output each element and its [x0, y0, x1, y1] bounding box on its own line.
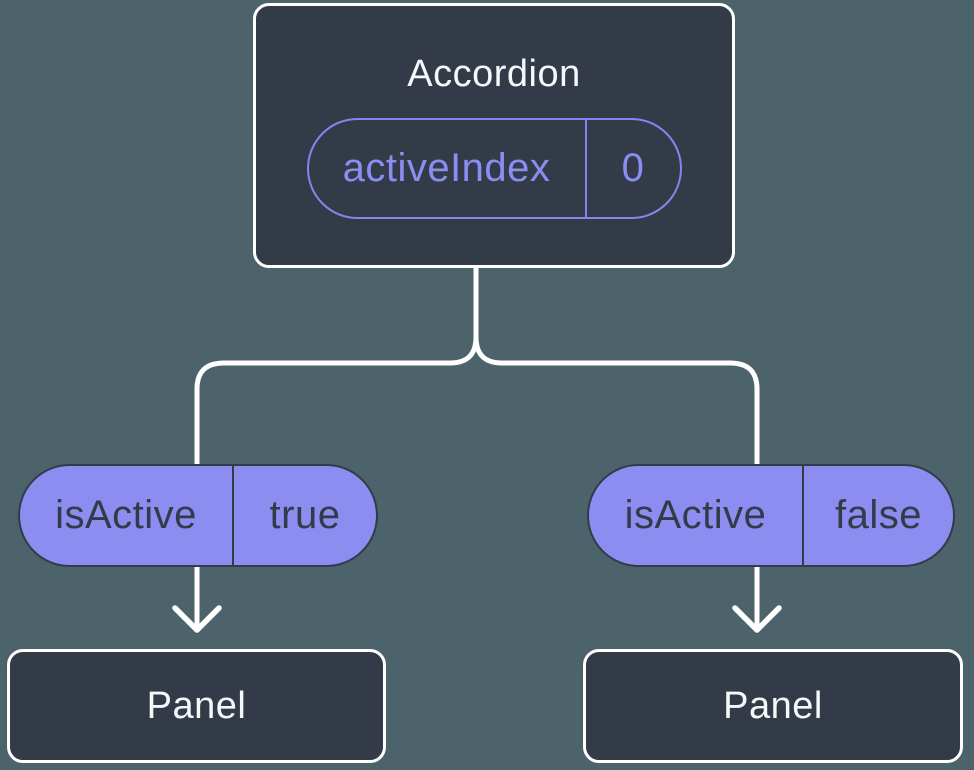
panel-left-title: Panel — [146, 685, 247, 727]
tree-connector-right — [473, 263, 760, 466]
arrow-left-down-icon — [172, 605, 222, 633]
tree-connector-left — [194, 263, 479, 466]
accordion-node-title: Accordion — [407, 53, 581, 95]
active-index-pill: activeIndex 0 — [306, 118, 682, 219]
active-index-pill-value: 0 — [584, 120, 680, 217]
panel-node-right: Panel — [583, 649, 963, 763]
panel-right-title: Panel — [723, 685, 823, 727]
is-active-true-pill-label: isActive — [55, 493, 197, 537]
arrow-right-down-icon — [732, 605, 782, 633]
panel-node-left: Panel — [7, 649, 386, 763]
is-active-true-pill: isActive true — [18, 464, 378, 567]
is-active-false-pill-value: false — [802, 466, 953, 565]
is-active-false-pill-label: isActive — [624, 493, 767, 537]
accordion-node: Accordion activeIndex 0 — [253, 3, 735, 268]
is-active-true-pill-value: true — [232, 466, 376, 565]
is-active-false-pill: isActive false — [587, 464, 955, 567]
active-index-pill-label: activeIndex — [342, 146, 551, 190]
